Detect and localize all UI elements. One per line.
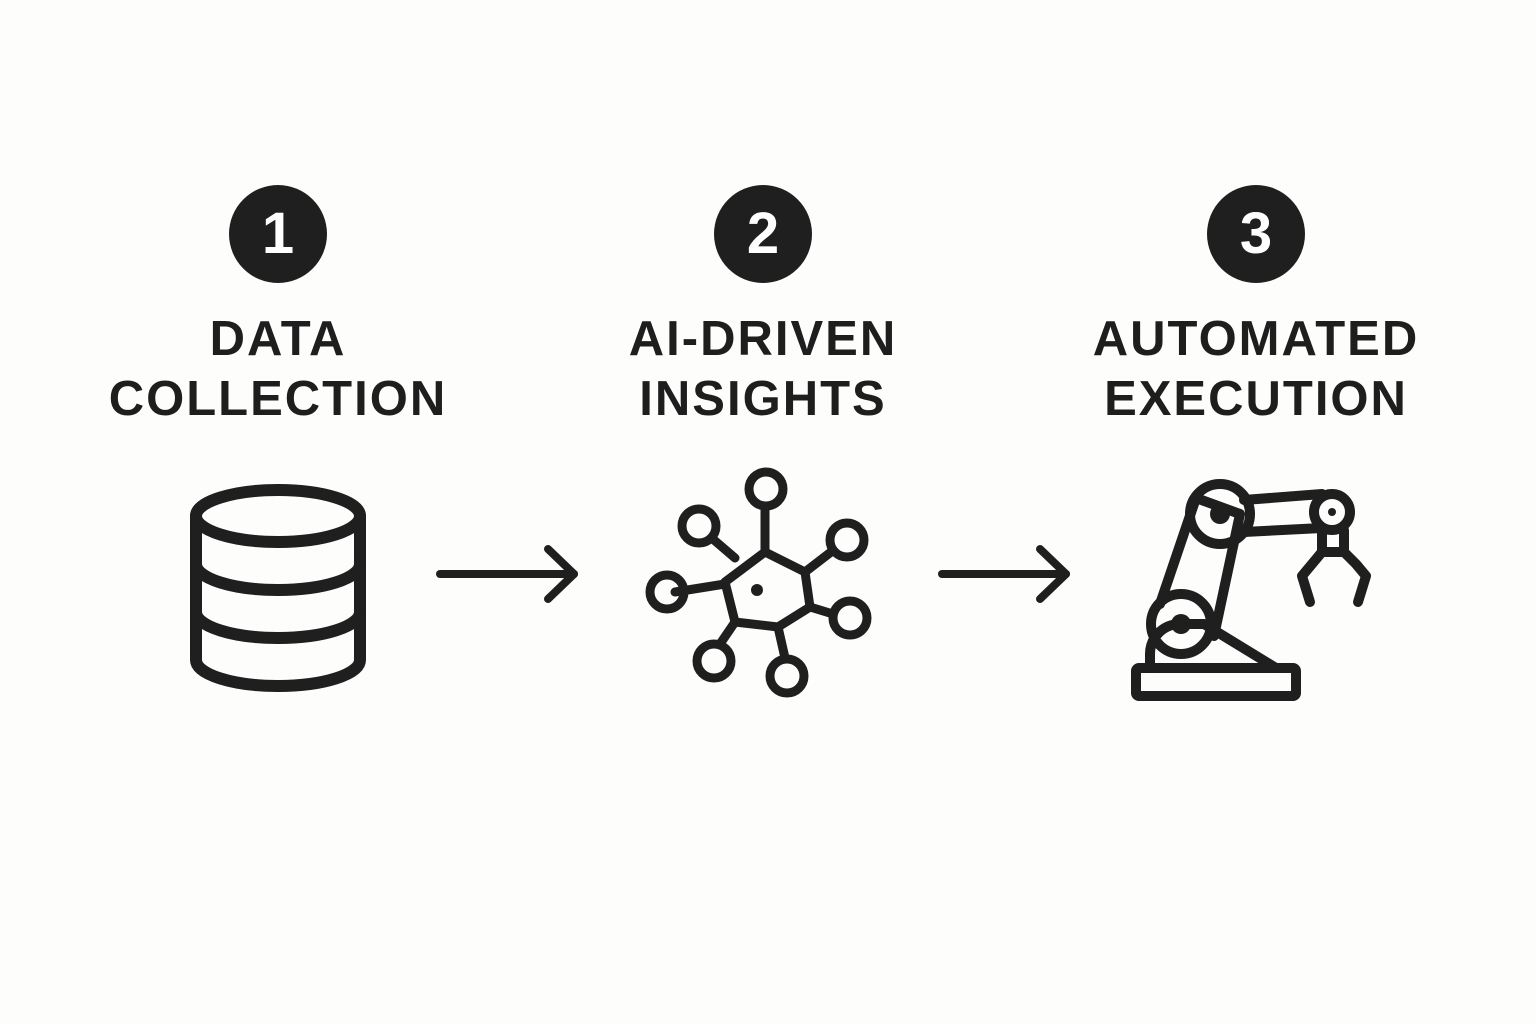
right-arrow-icon: [938, 543, 1074, 605]
step-number: 3: [1239, 201, 1273, 266]
step-title-line-1: AUTOMATED: [1092, 312, 1420, 366]
step-title-line-2: INSIGHTS: [639, 372, 887, 426]
step-data-collection: 1 DATA COLLECTION: [68, 185, 488, 429]
step-automated-execution: 3 AUTOMATED EXECUTION: [1046, 185, 1466, 429]
right-arrow-icon: [436, 543, 582, 605]
neural-network-icon: [640, 462, 880, 698]
step-title-line-2: COLLECTION: [108, 372, 448, 426]
step-number: 1: [261, 201, 295, 266]
step-title-line-1: AI-DRIVEN: [628, 312, 898, 366]
step-title: DATA COLLECTION: [109, 309, 447, 429]
step-number-badge: 1: [229, 185, 327, 283]
step-title-line-1: DATA: [209, 312, 347, 366]
step-title: AUTOMATED EXECUTION: [1093, 309, 1420, 429]
robotic-arm-icon: [1126, 476, 1386, 712]
step-title-line-2: EXECUTION: [1104, 372, 1408, 426]
database-icon: [180, 478, 376, 698]
step-ai-driven-insights: 2 AI-DRIVEN INSIGHTS: [553, 185, 973, 429]
step-number-badge: 2: [714, 185, 812, 283]
step-title: AI-DRIVEN INSIGHTS: [629, 309, 897, 429]
step-number-badge: 3: [1207, 185, 1305, 283]
step-number: 2: [746, 201, 780, 266]
